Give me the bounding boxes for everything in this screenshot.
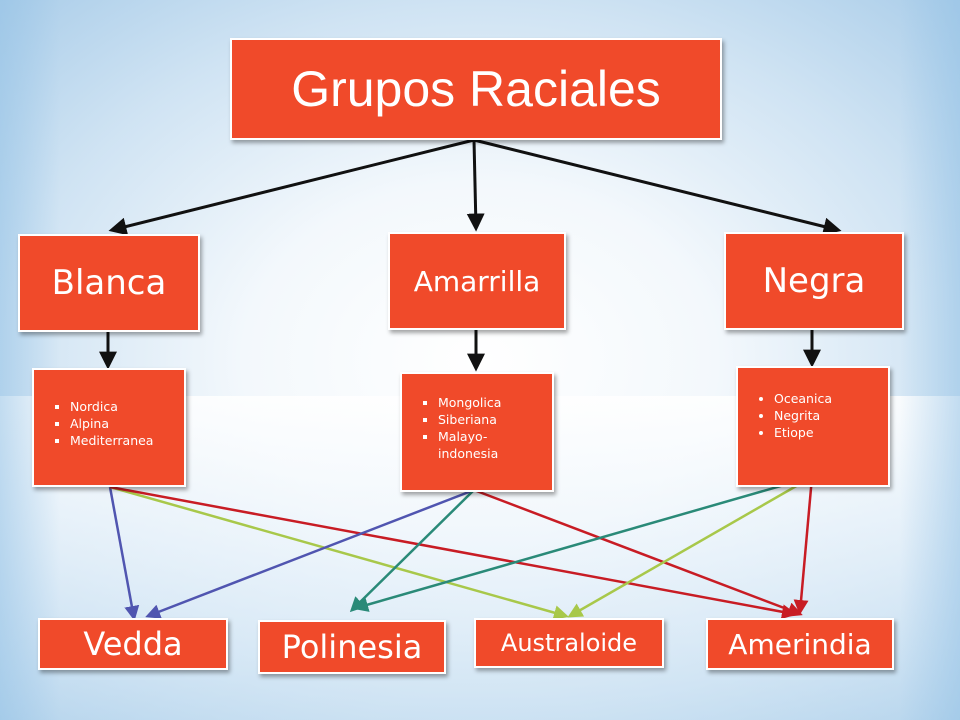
sublist-box-amarrilla: Mongolica Siberiana Malayo-indonesia — [400, 372, 554, 492]
list-item: Etiope — [774, 424, 832, 441]
arrow-negra-amerindia — [793, 476, 814, 615]
list-item: Negrita — [774, 407, 832, 424]
target-box-polinesia: Polinesia — [258, 620, 446, 674]
target-box-vedda: Vedda — [38, 618, 228, 670]
diagram-title: Grupos Raciales — [291, 61, 661, 117]
sublist-box-negra: Oceanica Negrita Etiope — [736, 366, 890, 487]
list-item: Malayo-indonesia — [438, 428, 544, 462]
title-box: Grupos Raciales — [230, 38, 722, 140]
arrow-title-blanca — [108, 138, 475, 236]
arrow-amarrilla-amerindia — [473, 488, 803, 617]
background-edge-left — [0, 0, 60, 720]
arrow-amarrilla-vedda — [145, 488, 475, 619]
arrow-negra-australoide — [567, 475, 813, 618]
arrow-blanca-australoide — [109, 485, 569, 620]
list-item: Mongolica — [438, 394, 544, 411]
group-box-amarrilla: Amarrilla — [388, 232, 566, 330]
background-edge-right — [900, 0, 960, 720]
arrow-blanca-vedda — [108, 486, 140, 621]
group-label-blanca: Blanca — [51, 263, 167, 303]
list-item: Siberiana — [438, 411, 544, 428]
list-item: Alpina — [70, 415, 153, 432]
target-label-amerindia: Amerindia — [728, 627, 872, 661]
arrow-title-negra — [473, 138, 842, 236]
list-item: Nordica — [70, 398, 153, 415]
group-label-negra: Negra — [762, 261, 866, 301]
target-label-vedda: Vedda — [83, 625, 183, 663]
sublist-blanca: Nordica Alpina Mediterranea — [34, 398, 161, 449]
group-label-amarrilla: Amarrilla — [413, 264, 541, 298]
arrow-negra-polinesia — [353, 475, 813, 612]
target-label-australoide: Australoide — [500, 629, 638, 657]
group-box-negra: Negra — [724, 232, 904, 330]
target-box-amerindia: Amerindia — [706, 618, 894, 670]
target-box-australoide: Australoide — [474, 618, 664, 668]
sublist-amarrilla: Mongolica Siberiana Malayo-indonesia — [402, 394, 552, 462]
arrow-amarrilla-polinesia — [349, 489, 475, 613]
target-label-polinesia: Polinesia — [281, 628, 423, 666]
sublist-box-blanca: Nordica Alpina Mediterranea — [32, 368, 186, 487]
sublist-negra: Oceanica Negrita Etiope — [738, 390, 840, 441]
arrow-title-amarrilla — [466, 139, 485, 232]
group-box-blanca: Blanca — [18, 234, 200, 332]
arrow-blanca-amerindia — [109, 485, 797, 620]
list-item: Mediterranea — [70, 432, 153, 449]
list-item: Oceanica — [774, 390, 832, 407]
